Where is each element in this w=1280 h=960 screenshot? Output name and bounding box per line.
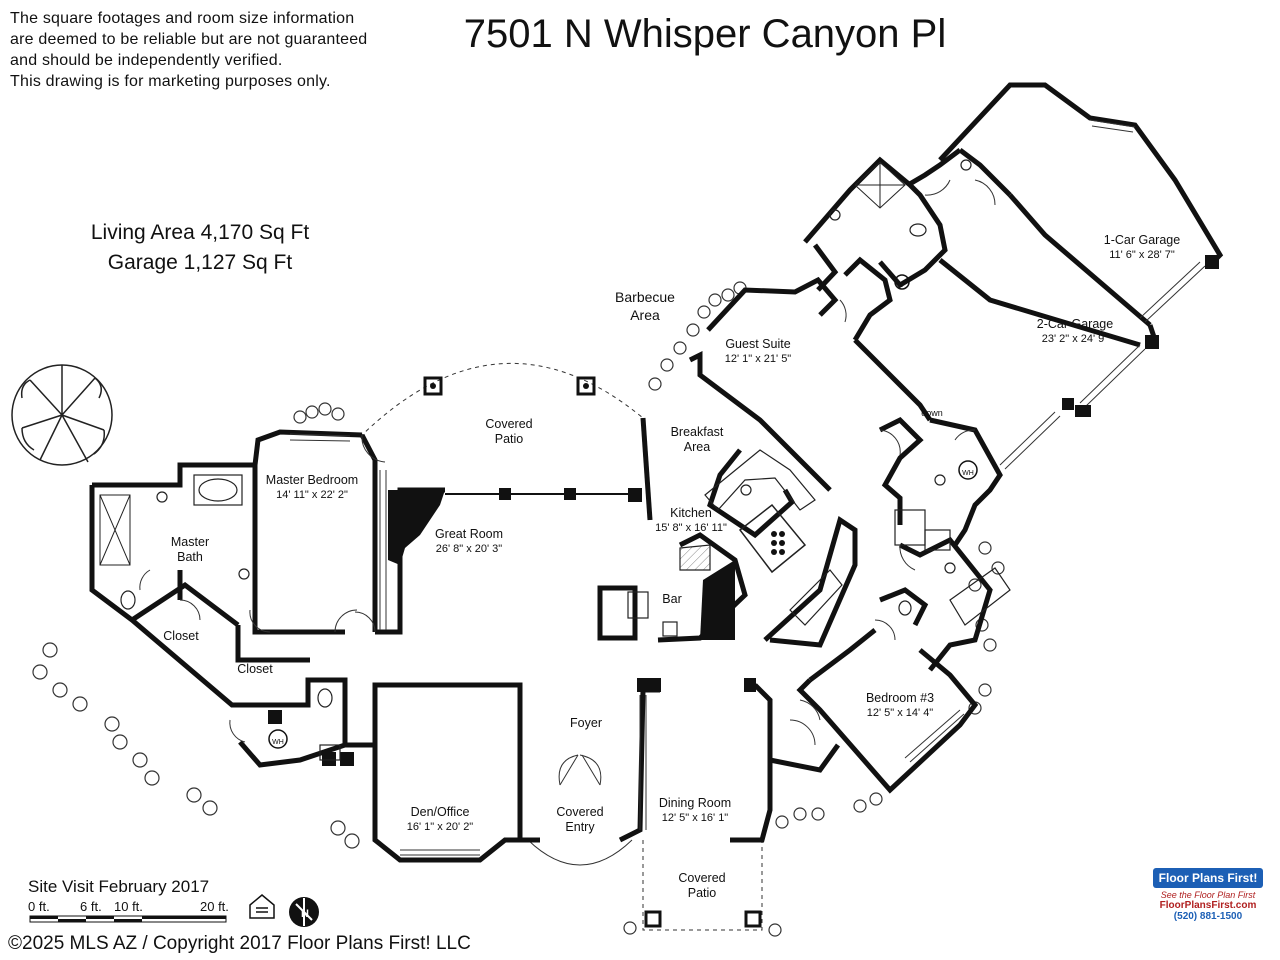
room-name: 1-Car Garage (1103, 233, 1181, 247)
cooktop-icon (771, 531, 785, 555)
room-name: 2-Car Garage (1036, 317, 1114, 331)
kitchen-counter (679, 449, 843, 626)
brand-name: Floor Plans First! (1152, 868, 1264, 888)
room-label-covered-entry: Covered Entry (556, 805, 604, 834)
room-label-master-bath: Master Bath (170, 535, 210, 564)
equal-housing-icon (249, 894, 275, 919)
covered-patio-arc (359, 362, 644, 438)
room-label-covered-patio: Covered Patio (678, 871, 726, 900)
structural-blocks (268, 255, 1219, 766)
svg-text:N: N (301, 908, 309, 920)
disclaimer-line: and should be independently verified. (10, 52, 283, 69)
room-label-den-office: Den/Office 16' 1" x 20' 2" (407, 805, 473, 835)
room-dimension: 16' 1" x 20' 2" (406, 821, 474, 833)
brand-logo: Floor Plans First! See the Floor Plan Fi… (1138, 868, 1278, 922)
kitchen-island (738, 503, 807, 574)
room-name: Great Room (434, 527, 504, 541)
water-heater-icon (958, 460, 978, 480)
room-label-guest-suite: Guest Suite 12' 1" x 21' 5" (725, 337, 791, 367)
living-area: Living Area 4,170 Sq Ft (90, 221, 310, 244)
room-label-bar: Bar (662, 592, 682, 606)
water-heater-icon (268, 729, 288, 749)
room-label-breakfast: Breakfast Area (670, 425, 724, 454)
room-label-2-car-garage: 2-Car Garage 23' 2" x 24' 9" (1037, 317, 1113, 347)
patio-column (644, 910, 662, 928)
scale-bar (29, 915, 227, 923)
vent-label: V (899, 282, 905, 289)
room-dimension: 12' 5" x 14' 4" (866, 707, 934, 719)
room-label-barbecue: Barbecue Area (615, 289, 675, 323)
ceiling-fan-icon (423, 376, 596, 396)
room-name: Dining Room (658, 796, 732, 810)
brand-phone: (520) 881-1500 (1173, 911, 1243, 922)
disclaimer-line: are deemed to be reliable but are not gu… (10, 31, 368, 48)
disclaimer: The square footages and room size inform… (10, 8, 367, 92)
bathtub-icon (949, 567, 1011, 626)
shower-icon (99, 494, 131, 566)
sink-icon (156, 159, 972, 580)
room-label-closet: Closet (237, 662, 273, 676)
room-name: Den/Office (410, 805, 470, 819)
room-label-master-bedroom: Master Bedroom 14' 11" x 22' 2" (266, 473, 358, 503)
garage-area: Garage 1,127 Sq Ft (107, 251, 293, 274)
room-dimension: 11' 6" x 28' 7" (1109, 249, 1175, 261)
room-dimension: 23' 2" x 24' 9" (1041, 333, 1109, 345)
page-title: 7501 N Whisper Canyon Pl (463, 12, 947, 56)
landscape-shrubs (32, 281, 1005, 937)
room-label-kitchen: Kitchen 15' 8" x 16' 11" (655, 506, 727, 536)
scale-label: 10 ft. (114, 899, 143, 914)
toilet-icon (120, 223, 927, 708)
room-name: Guest Suite (725, 337, 791, 351)
room-label-foyer: Foyer (570, 716, 602, 730)
scale-label: 0 ft. (28, 899, 50, 914)
room-label-covered-patio: Covered Patio (485, 417, 533, 446)
area-summary: Living Area 4,170 Sq Ft Garage 1,127 Sq … (40, 218, 360, 278)
disclaimer-line: This drawing is for marketing purposes o… (10, 73, 331, 90)
room-name: Bedroom #3 (865, 691, 935, 705)
room-label-great-room: Great Room 26' 8" x 20' 3" (435, 527, 503, 557)
door-swings (139, 179, 996, 786)
brand-tagline: See the Floor Plan First (1160, 890, 1256, 900)
room-name: Master Bedroom (265, 473, 359, 487)
tree-icon (11, 364, 113, 466)
vent-icon (894, 274, 910, 290)
shower-icon (854, 161, 906, 209)
walls (89, 82, 1224, 863)
disclaimer-line: The square footages and room size inform… (10, 10, 355, 27)
windows (289, 119, 1206, 856)
bathtub-icon (193, 474, 243, 506)
room-dimension: 12' 1" x 21' 5" (724, 353, 792, 365)
scale-label: 20 ft. (200, 899, 229, 914)
room-dimension: 26' 8" x 20' 3" (435, 543, 503, 555)
stair-label-down: down (921, 408, 943, 418)
scale-labels: 0 ft. 6 ft. 10 ft. 20 ft. (28, 899, 248, 915)
entry-arc (527, 839, 633, 866)
site-visit-note: Site Visit February 2017 (28, 877, 210, 896)
room-label-dining-room: Dining Room 12' 5" x 16' 1" (659, 796, 731, 826)
north-arrow-icon: N (289, 897, 319, 927)
room-name: Kitchen (670, 506, 712, 520)
room-label-bedroom-3: Bedroom #3 12' 5" x 14' 4" (866, 691, 934, 721)
laundry-fixtures (319, 509, 951, 761)
room-dimension: 14' 11" x 22' 2" (276, 489, 348, 501)
room-dimension: 12' 5" x 16' 1" (661, 812, 729, 824)
patio-column (744, 910, 762, 928)
copyright: ©2025 MLS AZ / Copyright 2017 Floor Plan… (8, 933, 471, 954)
water-heater-label: WH (272, 739, 284, 746)
room-label-closet: Closet (163, 629, 199, 643)
scale-label: 6 ft. (80, 899, 102, 914)
brand-url: FloorPlansFirst.com (1159, 900, 1257, 911)
room-label-1-car-garage: 1-Car Garage 11' 6" x 28' 7" (1104, 233, 1180, 263)
room-dimension: 15' 8" x 16' 11" (655, 522, 727, 534)
water-heater-label: WH (962, 470, 974, 477)
